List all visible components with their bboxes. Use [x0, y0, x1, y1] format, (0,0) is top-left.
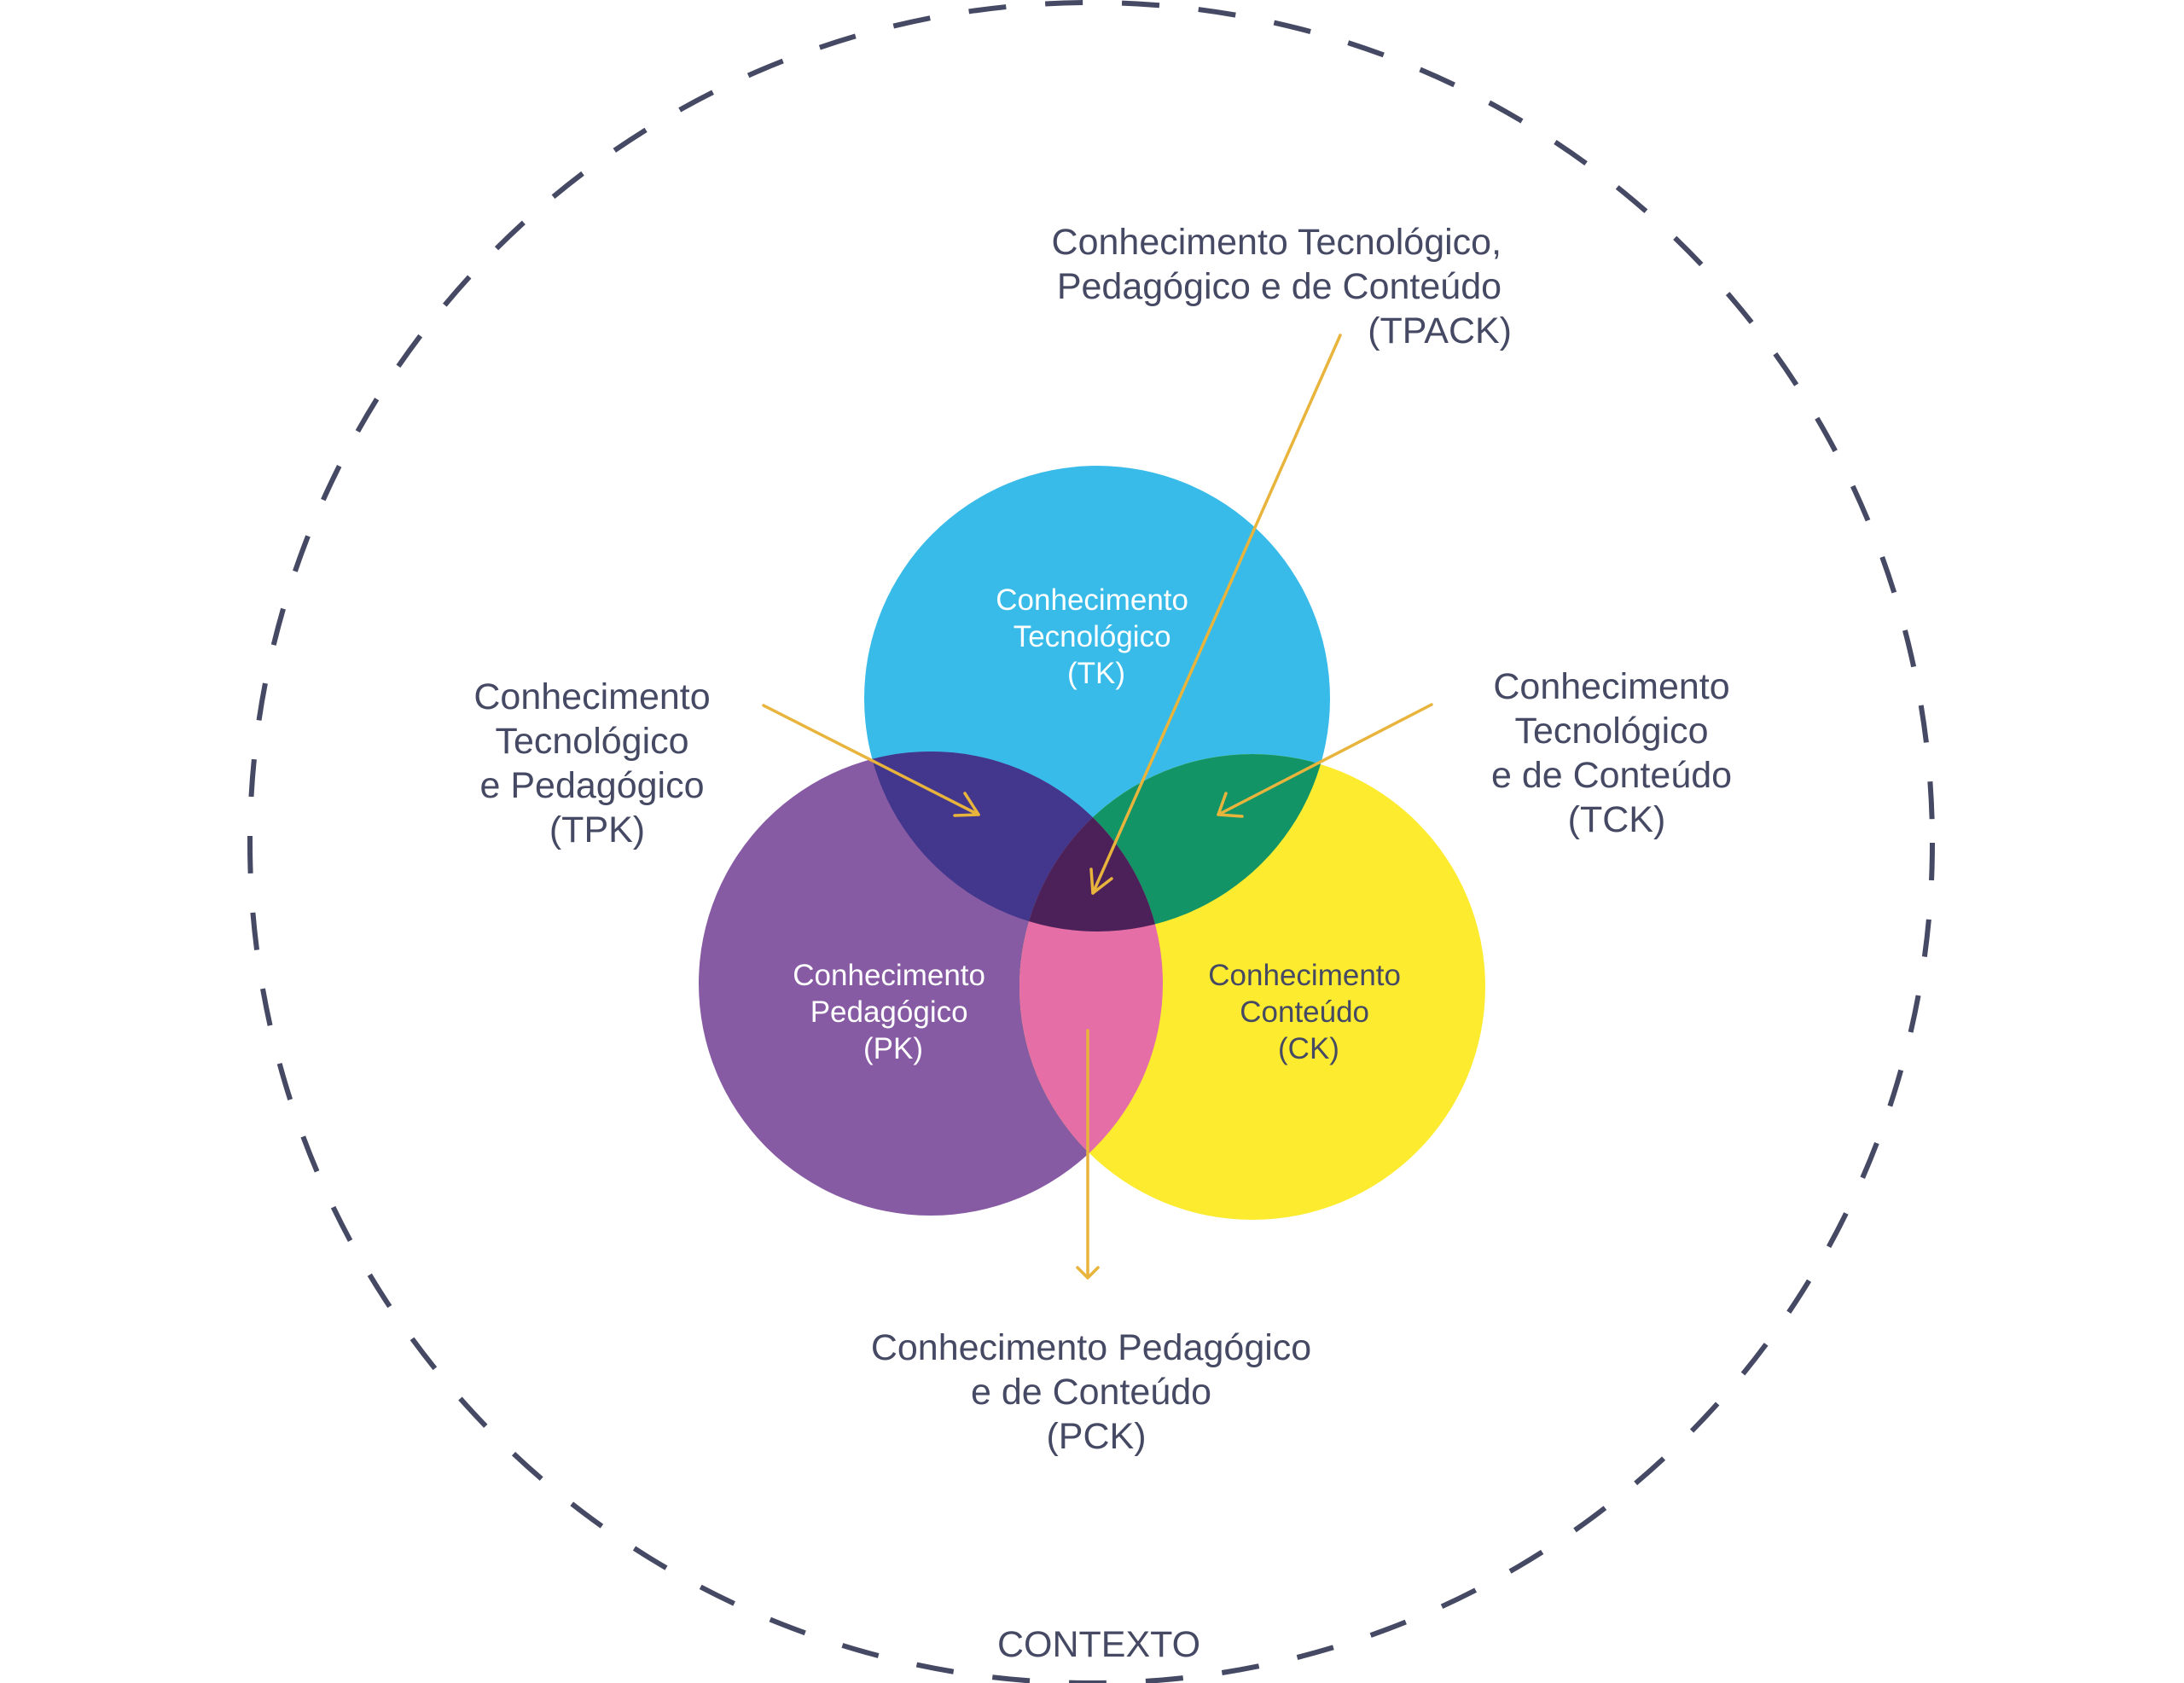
context-boundary: [247, 0, 1935, 1683]
overlap-tpk: [864, 752, 1163, 931]
context-label: CONTEXTO: [997, 1624, 1200, 1665]
arrow-pck: [1076, 1029, 1100, 1280]
tck-callout: Conhecimento Tecnológico e de Conteúdo (…: [1491, 666, 1742, 840]
arrow-tpk: [762, 704, 980, 817]
tk-label: Conhecimento Tecnológico (TK): [996, 583, 1196, 690]
tpk-callout: Conhecimento Tecnológico e Pedagógico (T…: [473, 676, 720, 850]
ck-label: Conhecimento Conteúdo (CK): [1208, 959, 1409, 1065]
pk-label: Conhecimento Pedagógico (PK): [793, 959, 993, 1065]
arrow-tck: [1217, 703, 1433, 818]
tpack-callout: Conhecimento Tecnológico, Pedagógico e d…: [1052, 222, 1512, 351]
arrow-tpack: [1089, 334, 1342, 895]
pck-callout: Conhecimento Pedagógico e de Conteúdo (P…: [871, 1327, 1321, 1457]
overlap-tck: [1019, 754, 1330, 931]
